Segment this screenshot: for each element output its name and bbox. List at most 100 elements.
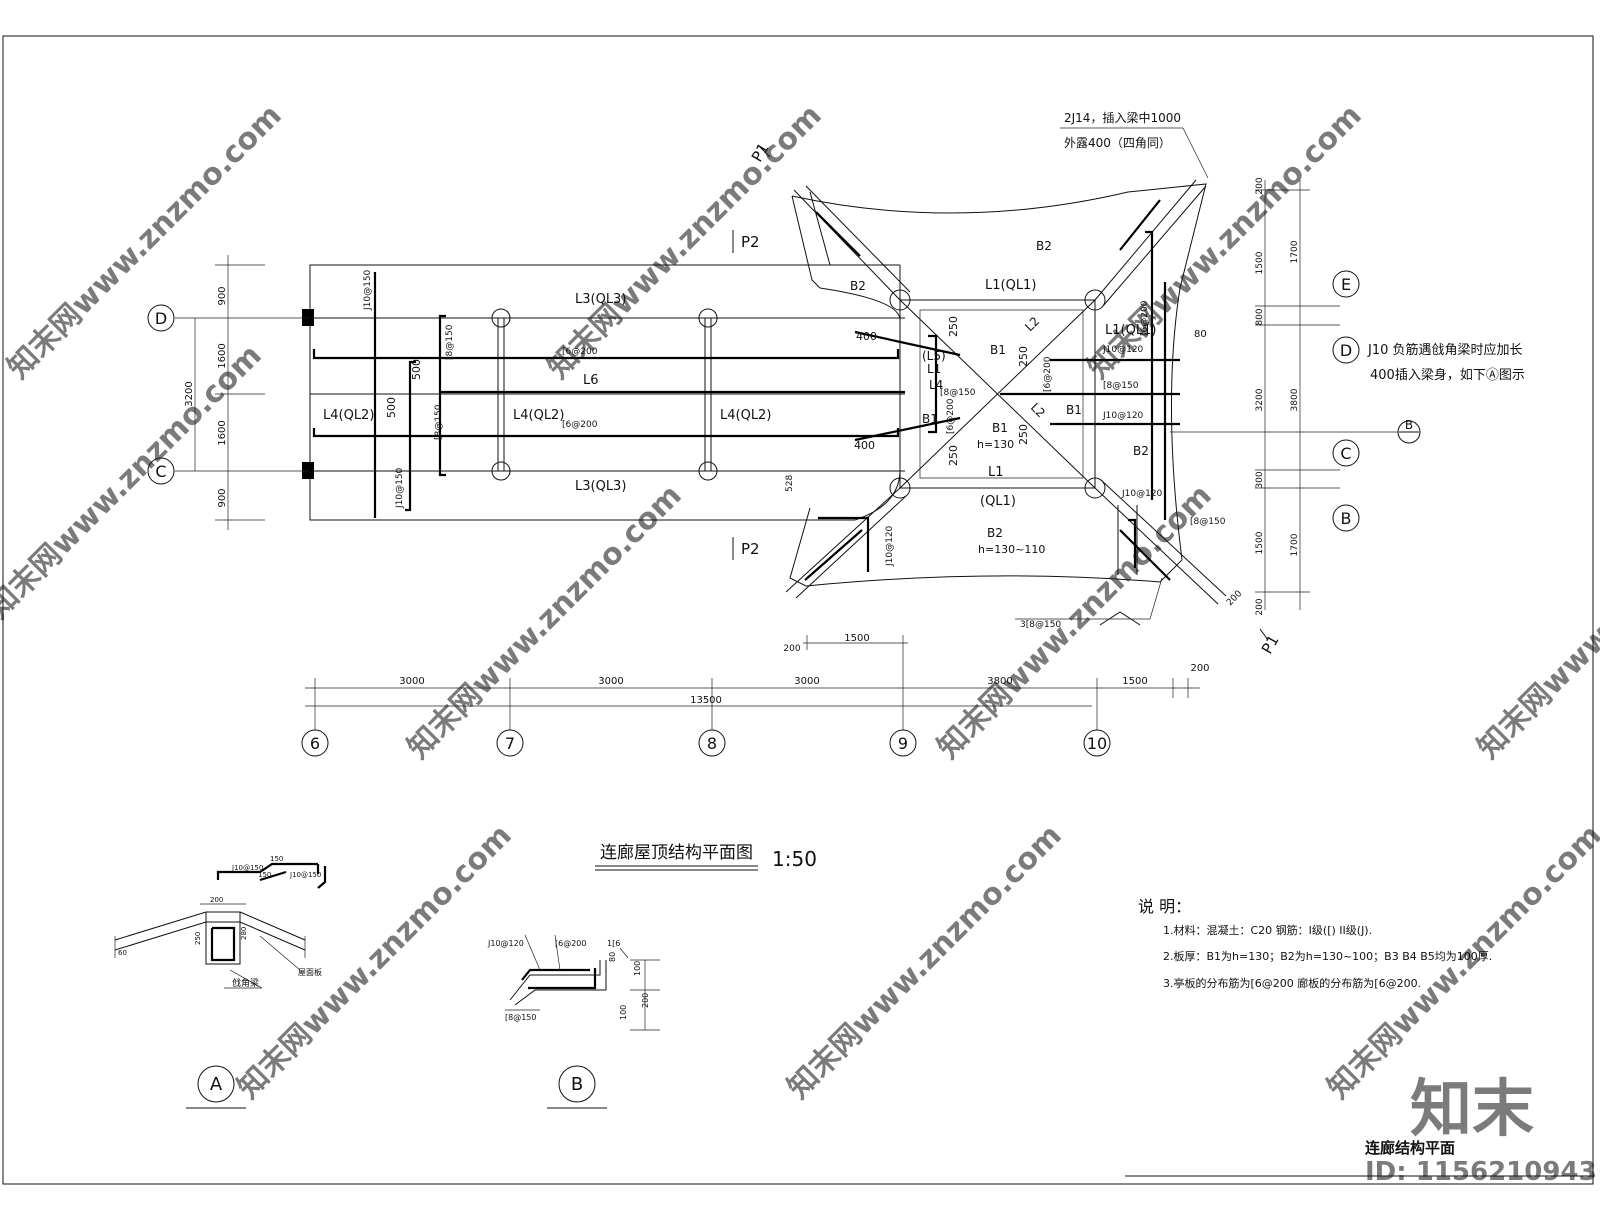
rebar-j10-120-d: J10@120 (885, 525, 895, 567)
dim-left-900-top: 900 (217, 286, 228, 305)
dim-right-200-bottom: 200 (1255, 598, 1265, 615)
dim-right-3200: 3200 (1255, 388, 1265, 411)
svg-text:知末网www.znzmo.com: 知末网www.znzmo.com (541, 98, 829, 386)
detail-b-dim-100-a: 100 (633, 961, 642, 976)
section-ref-b: B (1405, 418, 1413, 432)
dim-3000-b: 3000 (598, 676, 623, 687)
detail-b-drawing (505, 934, 660, 1109)
detail-a-beam-label: 戗角梁 (232, 977, 259, 989)
dim-400-a: 400 (856, 330, 877, 343)
rebar-f6-200-b: [6@200 (562, 420, 598, 430)
note-right-1: J10 负筋遇戗角梁时应加长 (1367, 342, 1523, 358)
section-p2-bottom: P2 (741, 540, 760, 558)
dim-right-1700-bottom: 1700 (1290, 533, 1300, 556)
detail-a-slab-label: 屋面板 (298, 967, 322, 977)
dim-3000-c: 3000 (794, 676, 819, 687)
dim-3800: 3800 (987, 676, 1012, 687)
drawing-frame (2, 35, 1594, 1185)
beam-l2-b: L2 (1028, 400, 1048, 420)
detail-b-rebar-2: [6@200 (555, 939, 586, 948)
detail-a-label: A (210, 1074, 223, 1095)
detail-a-dim-60: 60 (118, 949, 127, 957)
detail-a-rebar-top: J10@150 (231, 864, 263, 872)
dims-bottom (301, 635, 1200, 757)
dim-250-c: 250 (947, 445, 960, 466)
detail-a-dim-200: 200 (210, 896, 223, 904)
notes-item-1: 1.材料：混凝土：C20 钢筋：I级([) II级(J). (1163, 923, 1372, 937)
dim-right-1500-top: 1500 (1255, 251, 1265, 274)
axis-9: 9 (898, 734, 908, 753)
slab-b1-center: B1 (992, 421, 1008, 435)
beam-l3-top: L3(QL3) (575, 292, 626, 307)
pavilion-columns (889, 289, 1106, 499)
dim-200-corner: 200 (1225, 589, 1244, 608)
axis-right-b: B (1341, 509, 1352, 528)
note-top-leader (1060, 127, 1209, 179)
detail-a-rebar-right: J10@150 (289, 871, 321, 879)
dim-13500: 13500 (690, 695, 722, 706)
rebar-j10-120-b: J10@120 (1102, 411, 1144, 421)
slab-b1-thickness: h=130 (977, 438, 1014, 451)
axis-7: 7 (505, 734, 515, 753)
rebar-f6-200-a: [6@200 (562, 347, 598, 357)
detail-a-dim-150-b: 150 (258, 871, 271, 879)
slab-b1-top: B1 (990, 343, 1006, 357)
beam-l6: L6 (583, 373, 599, 388)
detail-b-dim-200: 200 (641, 993, 650, 1008)
note-top-1: 2J14，插入梁中1000 (1064, 110, 1181, 125)
svg-text:知末网www.znzmo.com: 知末网www.znzmo.com (401, 478, 689, 766)
beam-l4-b: L4(QL2) (513, 408, 564, 423)
dim-right-1700-top: 1700 (1290, 240, 1300, 263)
dim-left-1600-b: 1600 (217, 420, 228, 445)
detail-a-dim-250: 250 (194, 932, 202, 945)
watermark-brand: 知末 (1410, 1072, 1534, 1145)
note-top-2: 外露400（四角同） (1064, 136, 1171, 150)
dim-250-d: 250 (1017, 424, 1030, 445)
notes-item-2: 2.板厚：B1为h=130；B2为h=130~100；B3 B4 B5均为100… (1163, 949, 1492, 963)
rebar-f8-150-b: [8@150 (434, 404, 444, 440)
axis-left-c: C (155, 462, 166, 481)
rebar-j10-120-a: J10@120 (1102, 345, 1144, 355)
dim-500-b: 500 (385, 397, 398, 418)
dim-upper-1500: 1500 (844, 633, 869, 644)
rebar-f6-200-e: [6@200 (1140, 300, 1150, 336)
axis-right-c: C (1340, 444, 1351, 463)
rebar-j10-150-bottom: J10@150 (395, 467, 405, 509)
slab-b2-left: B2 (850, 279, 866, 293)
axis-right-d: D (1340, 341, 1352, 360)
beam-l5: (L5) (922, 349, 946, 363)
slab-b2-bottom: B2 (987, 526, 1003, 540)
pavilion-outline (785, 179, 1227, 605)
axis-left (147, 255, 310, 530)
section-p1-bottom: P1 (1258, 632, 1283, 657)
dim-200-end: 200 (1190, 663, 1209, 674)
svg-text:知末网www.znzmo.com: 知末网www.znzmo.com (931, 478, 1219, 766)
dim-left-3200: 3200 (184, 381, 195, 406)
dim-80: 80 (1194, 329, 1207, 340)
dim-right-300: 300 (1255, 471, 1265, 488)
dim-250-b: 250 (1017, 346, 1030, 367)
detail-a-dim-280: 280 (240, 927, 248, 940)
dim-left-900-bottom: 900 (217, 488, 228, 507)
dim-528: 528 (785, 475, 795, 492)
svg-text:知末网www.znzmo.com: 知末网www.znzmo.com (1471, 478, 1600, 766)
dim-250-a: 250 (947, 316, 960, 337)
detail-b-rebar-3: 1[6 (607, 939, 620, 948)
detail-b-rebar-1: J10@120 (487, 939, 524, 948)
notes-heading: 说 明： (1138, 897, 1191, 916)
axis-6: 6 (310, 734, 320, 753)
beam-l4-c: L4(QL2) (720, 408, 771, 423)
dim-right-1500-bottom: 1500 (1255, 531, 1265, 554)
plan-scale: 1:50 (772, 847, 817, 871)
dim-right-3800: 3800 (1290, 388, 1300, 411)
detail-b-dim-80: 80 (608, 952, 617, 962)
svg-text:知末网www.znzmo.com: 知末网www.znzmo.com (781, 818, 1069, 1106)
beam-l1-mid: L1 (927, 362, 941, 376)
dim-right-200-top: 200 (1255, 177, 1265, 194)
dim-right-800: 800 (1255, 308, 1265, 325)
rebar-f6-200-d: [6@200 (1043, 356, 1053, 392)
dim-500-a: 500 (410, 359, 423, 380)
section-marks (732, 146, 1269, 641)
rebar-f8-150-a: [8@150 (445, 324, 455, 360)
